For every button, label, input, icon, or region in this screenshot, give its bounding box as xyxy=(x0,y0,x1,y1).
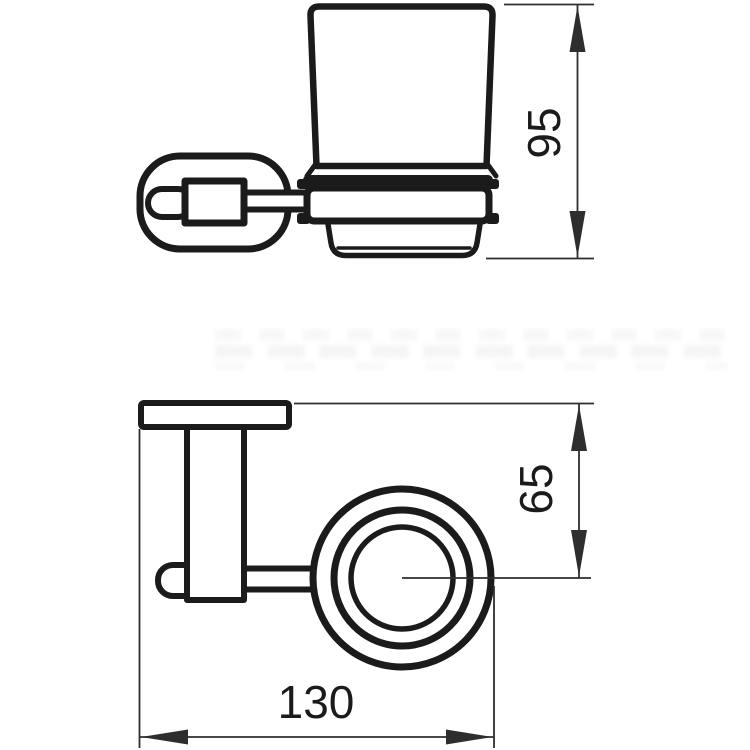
wall-plate-plan xyxy=(138,400,292,430)
dim130-arrow-left-icon xyxy=(141,729,188,745)
tumbler-body xyxy=(307,3,496,170)
dimension-offset-65: 65 xyxy=(294,402,594,578)
dim130-label: 130 xyxy=(278,676,355,728)
dim95-label: 95 xyxy=(518,107,570,158)
mount-post-plan xyxy=(184,409,247,603)
side-elevation-view xyxy=(136,3,499,259)
dim130-arrow-right-icon xyxy=(446,729,493,745)
tumbler-base xyxy=(324,215,484,259)
holder-ring-profile xyxy=(303,184,493,225)
dim65-arrow-up-icon xyxy=(571,405,587,451)
ring-tab-right-top xyxy=(486,179,499,189)
ring-tab-left-top xyxy=(297,179,310,189)
tumbler-seat-band xyxy=(303,175,493,187)
tumbler-rim-taper-right xyxy=(485,162,499,179)
dim65-label: 65 xyxy=(510,463,562,514)
top-plan-view xyxy=(138,400,591,671)
dim95-arrow-down-icon xyxy=(569,211,586,257)
dim65-arrow-down-icon xyxy=(571,530,587,577)
dimension-depth-130: 130 xyxy=(138,429,495,748)
dim95-arrow-up-icon xyxy=(569,6,586,52)
mount-block-profile xyxy=(181,177,248,227)
dimension-height-95: 95 xyxy=(486,3,594,260)
tumbler-rim-taper-left xyxy=(304,162,318,179)
